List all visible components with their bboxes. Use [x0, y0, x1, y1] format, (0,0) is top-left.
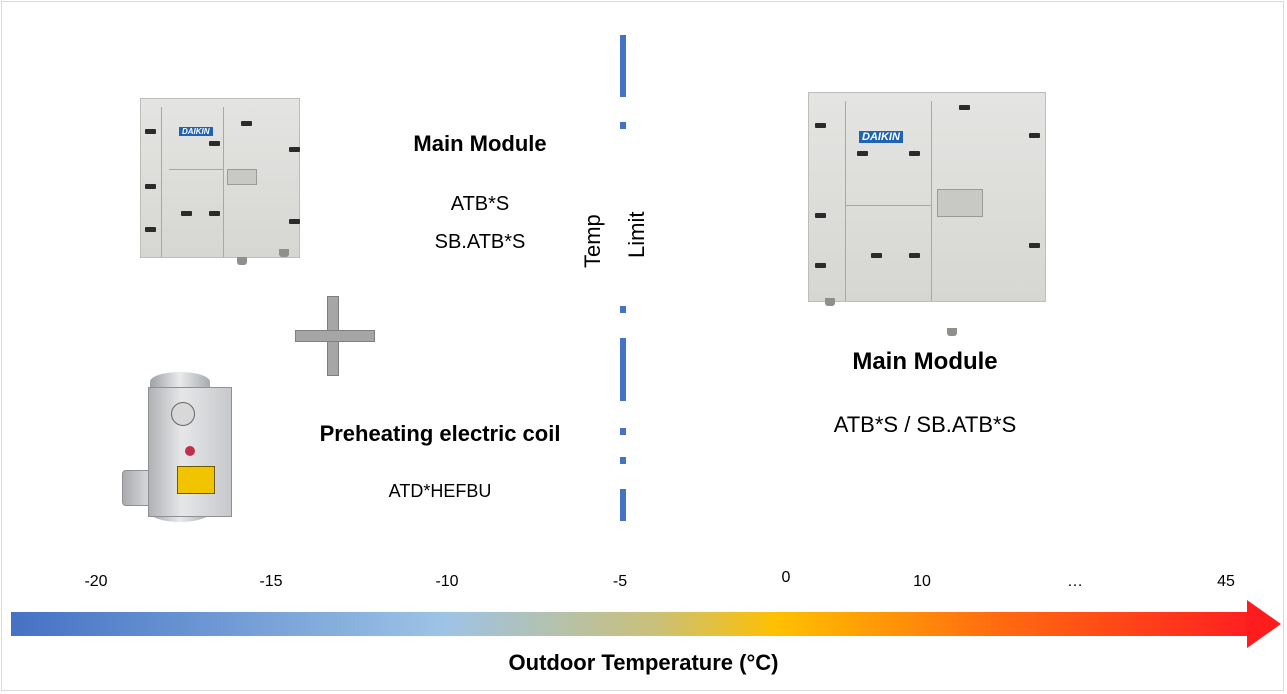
- coil-model: ATD*HEFBU: [388, 481, 492, 501]
- axis-tick: 10: [913, 573, 931, 590]
- daikin-logo-right: DAIKIN: [859, 131, 903, 143]
- axis-tick: -10: [435, 573, 459, 590]
- left-main-module-model-1: ATB*S: [450, 193, 510, 215]
- limit-label-limit: Limit: [624, 211, 649, 258]
- axis-tick: -5: [612, 573, 628, 590]
- main-module-image-right: DAIKIN: [808, 92, 1046, 336]
- axis-tick: …: [1067, 573, 1083, 590]
- daikin-logo: DAIKIN: [179, 127, 213, 136]
- axis-tick: 45: [1217, 573, 1235, 590]
- main-module-image-left: DAIKIN: [140, 98, 300, 265]
- limit-label-temp: Temp: [580, 214, 605, 268]
- axis-tick: -20: [84, 573, 108, 590]
- axis-title: Outdoor Temperature (°C): [508, 650, 779, 675]
- left-main-module-title: Main Module: [413, 131, 547, 156]
- axis-tick: 0: [781, 569, 791, 586]
- left-main-module-model-2: SB.ATB*S: [434, 231, 526, 253]
- axis-tick: -15: [259, 573, 283, 590]
- right-main-module-models: ATB*S / SB.ATB*S: [833, 412, 1017, 437]
- right-main-module-title: Main Module: [852, 348, 998, 375]
- coil-title: Preheating electric coil: [319, 421, 561, 446]
